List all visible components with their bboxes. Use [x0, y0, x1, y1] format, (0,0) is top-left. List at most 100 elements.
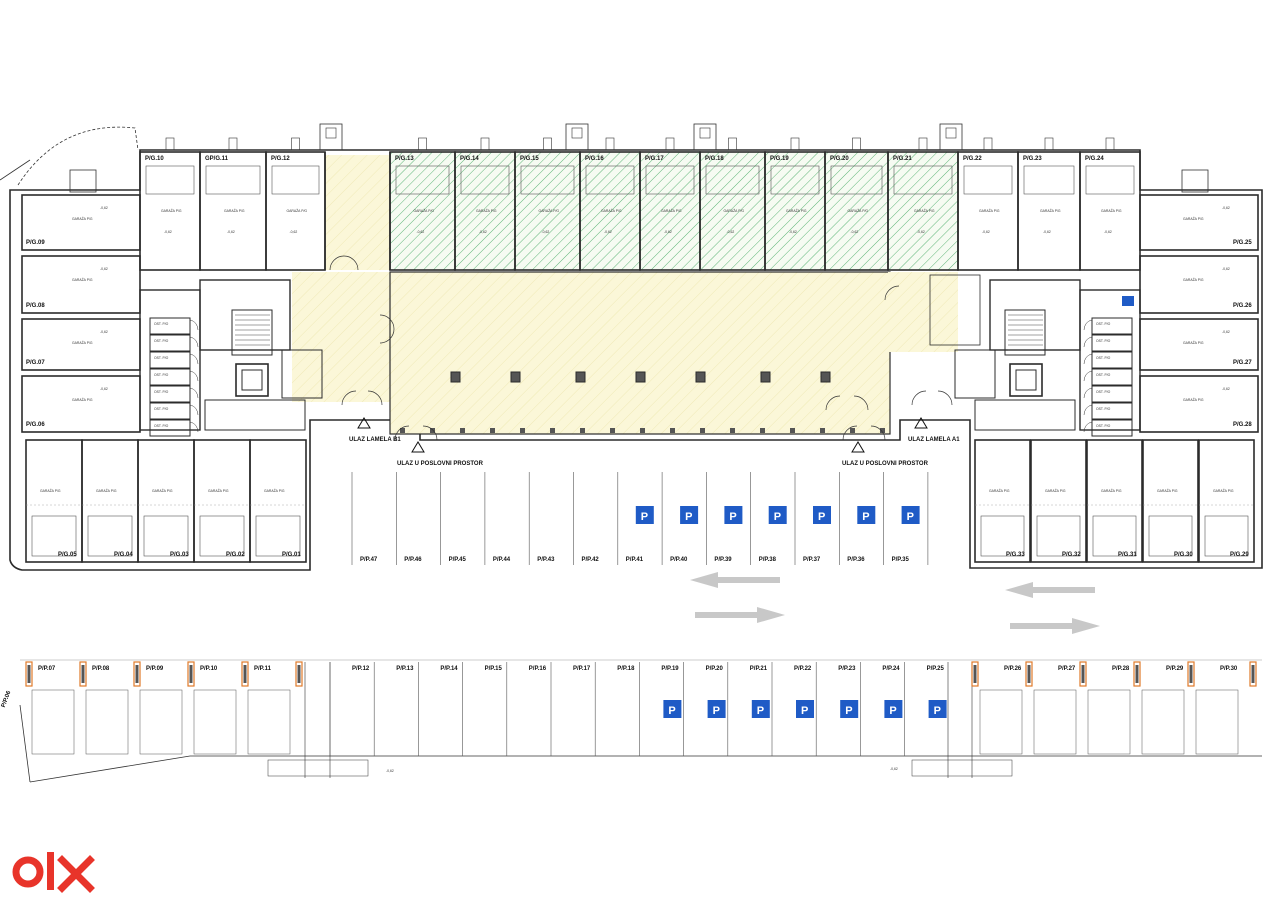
entrance-label-b1: ULAZ LAMELA B1	[349, 437, 401, 443]
svg-text:P: P	[934, 705, 941, 717]
room-name: GARAŽA P/G	[1183, 397, 1204, 402]
room-name: GARAŽA P/G	[786, 208, 807, 213]
entrance-label-business-left: ULAZ U POSLOVNI PROSTOR	[397, 461, 484, 467]
storage-left: OST. P/O OST. P/O OST. P/O OST. P/O OST. P/O…	[149, 317, 199, 437]
room-name: GARAŽA P/G	[1157, 488, 1178, 493]
room-name: GARAŽA P/G	[1101, 208, 1122, 213]
room-name: GARAŽA P/G	[72, 277, 93, 282]
room-level: -0,62	[542, 230, 550, 234]
room-level: -0,62	[227, 230, 235, 234]
room-level: -0,62	[1043, 230, 1051, 234]
parking-spot-label: P/P.28	[1112, 666, 1130, 672]
room-level: -0,62	[604, 230, 612, 234]
parking-spot-label: P/P.29	[1166, 666, 1184, 672]
storage-name: OST. P/O	[154, 424, 169, 428]
storage-name: OST. P/O	[154, 390, 169, 394]
room-name: GARAŽA P/G	[40, 488, 61, 493]
parking-spot-label: P/P.44	[493, 557, 511, 563]
garage-label: P/G.21	[893, 156, 912, 162]
parking-spot-label: P/P.16	[529, 666, 547, 672]
level-mark: -0,62	[890, 767, 898, 771]
room-level: -0,62	[417, 230, 425, 234]
svg-text:P: P	[685, 511, 692, 523]
room-name: GARAŽA P/G	[72, 397, 93, 402]
parking-sign: P	[928, 700, 947, 718]
parking-sign: P	[796, 700, 814, 718]
parking-spot-label: P/P.38	[759, 557, 777, 563]
parking-spot-label: P/P.39	[714, 557, 732, 563]
garage-label: P/G.29	[1230, 552, 1249, 558]
svg-text:P: P	[862, 511, 869, 523]
room-name: GARAŽA P/G	[1183, 277, 1204, 282]
storage-name: OST. P/O	[1096, 424, 1111, 428]
parking-spot-label: P/P.08	[92, 666, 110, 672]
room-name: GARAŽA P/G	[1040, 208, 1061, 213]
building-outline	[9, 149, 1263, 571]
parking-spot-label: P/P.43	[537, 557, 555, 563]
garage-label: P/G.23	[1023, 156, 1042, 162]
room-name: GARAŽA P/G	[1101, 488, 1122, 493]
parking-sign: P	[768, 506, 787, 524]
room-level: -0,62	[1222, 267, 1230, 271]
parking-spot-label: P/P.17	[573, 666, 591, 672]
parking-spot-label: P/P.13	[396, 666, 414, 672]
garage-label: P/G.28	[1233, 422, 1252, 428]
garage-label: P/G.10	[145, 156, 164, 162]
parking-edge-label: P/P.06	[1, 690, 13, 709]
parking-spot-label: P/P.42	[582, 557, 600, 563]
storage-name: OST. P/O	[1096, 407, 1111, 411]
storage-name: OST. P/O	[154, 339, 169, 343]
svg-text:P: P	[757, 705, 764, 717]
storage-name: OST. P/O	[154, 322, 169, 326]
parking-spot-label: P/P.14	[440, 666, 458, 672]
parking-spot-label: P/P.45	[449, 557, 467, 563]
room-name: GARAŽA P/G	[661, 208, 682, 213]
parking-spot-label: P/P.07	[38, 666, 56, 672]
room-name: GARAŽA P/G	[72, 340, 93, 345]
garage-label: P/G.32	[1062, 552, 1081, 558]
room-name: GARAŽA P/G	[414, 208, 435, 213]
parking-sign: P	[840, 700, 859, 718]
svg-text:P: P	[713, 705, 720, 717]
garage-label: P/G.31	[1118, 552, 1137, 558]
room-level: -0,62	[100, 330, 108, 334]
room-name: GARAŽA P/G	[601, 208, 622, 213]
room-name: GARAŽA P/G	[264, 488, 285, 493]
parking-spot-label: P/P.24	[882, 666, 900, 672]
svg-text:P: P	[729, 511, 736, 523]
room-name: GARAŽA P/G	[979, 208, 1000, 213]
garage-label: P/G.25	[1233, 240, 1252, 246]
parking-sign: P	[813, 506, 831, 524]
garage-label: P/G.22	[963, 156, 982, 162]
garage-label: P/G.14	[460, 156, 479, 162]
room-level: -0,62	[1222, 206, 1230, 210]
svg-text:P: P	[907, 511, 914, 523]
garage-label: P/G.03	[170, 552, 189, 558]
svg-text:P: P	[774, 511, 781, 523]
room-level: -0,62	[1222, 387, 1230, 391]
garage-label: P/G.26	[1233, 303, 1252, 309]
structural-columns	[400, 371, 885, 433]
room-name: GARAŽA P/G	[848, 208, 869, 213]
parking-spot-label: P/P.23	[838, 666, 856, 672]
room-level: -0,62	[727, 230, 735, 234]
traffic-arrows	[690, 572, 1100, 634]
room-name: GARAŽA P/G	[152, 488, 173, 493]
parking-spot-label: P/P.27	[1058, 666, 1076, 672]
room-name: GARAŽA P/G	[914, 208, 935, 213]
core-right	[929, 274, 1141, 431]
storage-name: OST. P/O	[154, 356, 169, 360]
core-left	[139, 279, 323, 431]
garage-label: P/G.20	[830, 156, 849, 162]
room-name: GARAŽA P/G	[724, 208, 745, 213]
room-level: -0,62	[1104, 230, 1112, 234]
